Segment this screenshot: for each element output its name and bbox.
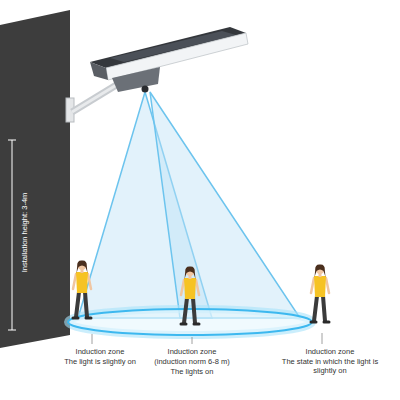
leader-lines bbox=[92, 333, 322, 344]
zone-label: (induction norm 6-8 m) bbox=[142, 357, 242, 366]
zone-label: Induction zone bbox=[271, 347, 389, 356]
person-figure bbox=[311, 264, 329, 322]
lamp-body bbox=[112, 67, 160, 92]
ground-glow bbox=[68, 309, 312, 335]
lamp-end bbox=[90, 62, 108, 80]
lamp-arm-highlight bbox=[72, 84, 118, 112]
motion-sensor bbox=[142, 86, 149, 93]
zone-label: The light is slightly on bbox=[45, 357, 155, 366]
induction-ring bbox=[68, 309, 312, 335]
person-figure bbox=[73, 260, 91, 318]
zone-label: The lights on bbox=[142, 367, 242, 376]
wall bbox=[0, 10, 70, 348]
person-figure bbox=[181, 266, 199, 324]
lamp-arm bbox=[72, 84, 118, 112]
height-label: Installation height: 3-4m bbox=[20, 162, 29, 302]
zone-label: Induction zone bbox=[142, 347, 242, 356]
zone-label: The state in which the light is slightly… bbox=[271, 357, 389, 375]
height-bracket bbox=[8, 140, 16, 330]
lamp-face bbox=[106, 33, 248, 80]
light-beam bbox=[150, 92, 300, 318]
zone-label: Induction zone bbox=[50, 347, 150, 356]
